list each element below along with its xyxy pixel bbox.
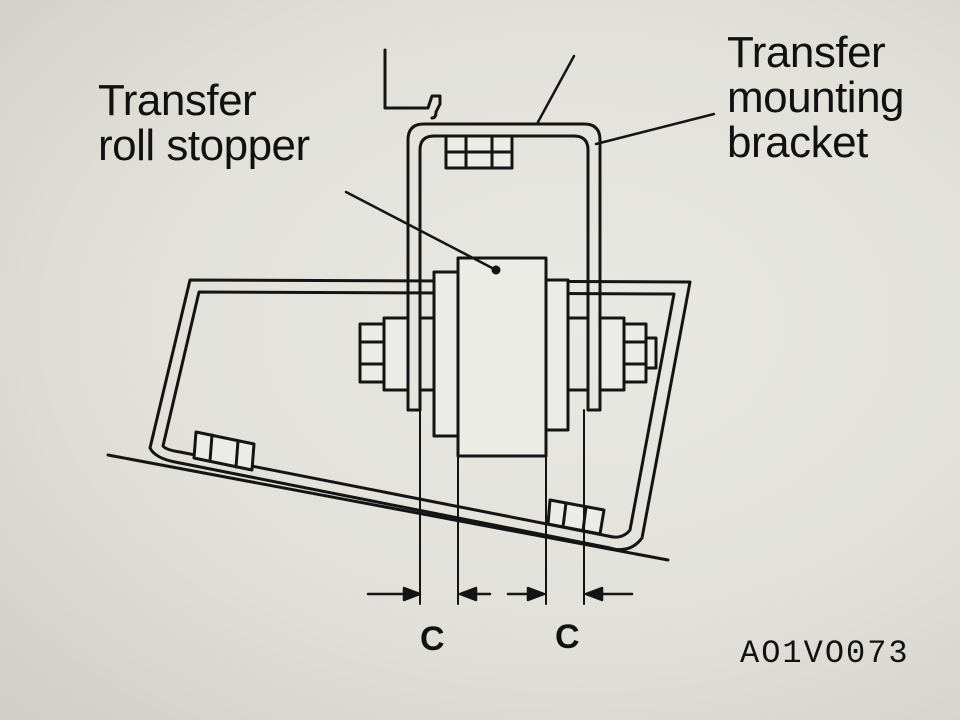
- mounting-bracket-label-line1: Transfer: [727, 28, 886, 77]
- dimension-extension-lines: [419, 409, 585, 605]
- mounting-bracket-label-line2: mounting: [727, 73, 905, 122]
- roll-stopper-label-line2: roll stopper: [98, 121, 310, 170]
- lower-bracket-bolt-left: [192, 430, 256, 472]
- lower-bracket-bolt-right: [546, 498, 606, 536]
- bracket-leader-side: [594, 112, 716, 146]
- figure-code: AO1VO073: [740, 635, 910, 672]
- roll-stopper-leader-dot: [491, 265, 501, 275]
- lower-bracket: [148, 278, 692, 552]
- roll-stopper-label: Transfer roll stopper: [98, 78, 310, 168]
- spacer-collars: [432, 270, 570, 438]
- transfer-case-hook: [383, 48, 442, 120]
- clearance-c-right-label: C: [555, 618, 580, 656]
- roll-stopper-body: [456, 256, 548, 458]
- mounting-bracket-label: Transfer mounting bracket: [727, 28, 905, 167]
- clearance-c-left-label: C: [420, 620, 445, 658]
- dimension-arrows: [366, 586, 634, 602]
- bracket-top-nut: [444, 134, 514, 170]
- bracket-leader-top: [536, 54, 576, 124]
- roll-stopper-label-line1: Transfer: [98, 76, 257, 125]
- roll-stopper-leader: [344, 190, 498, 272]
- mounting-bracket-label-line3: bracket: [727, 118, 868, 167]
